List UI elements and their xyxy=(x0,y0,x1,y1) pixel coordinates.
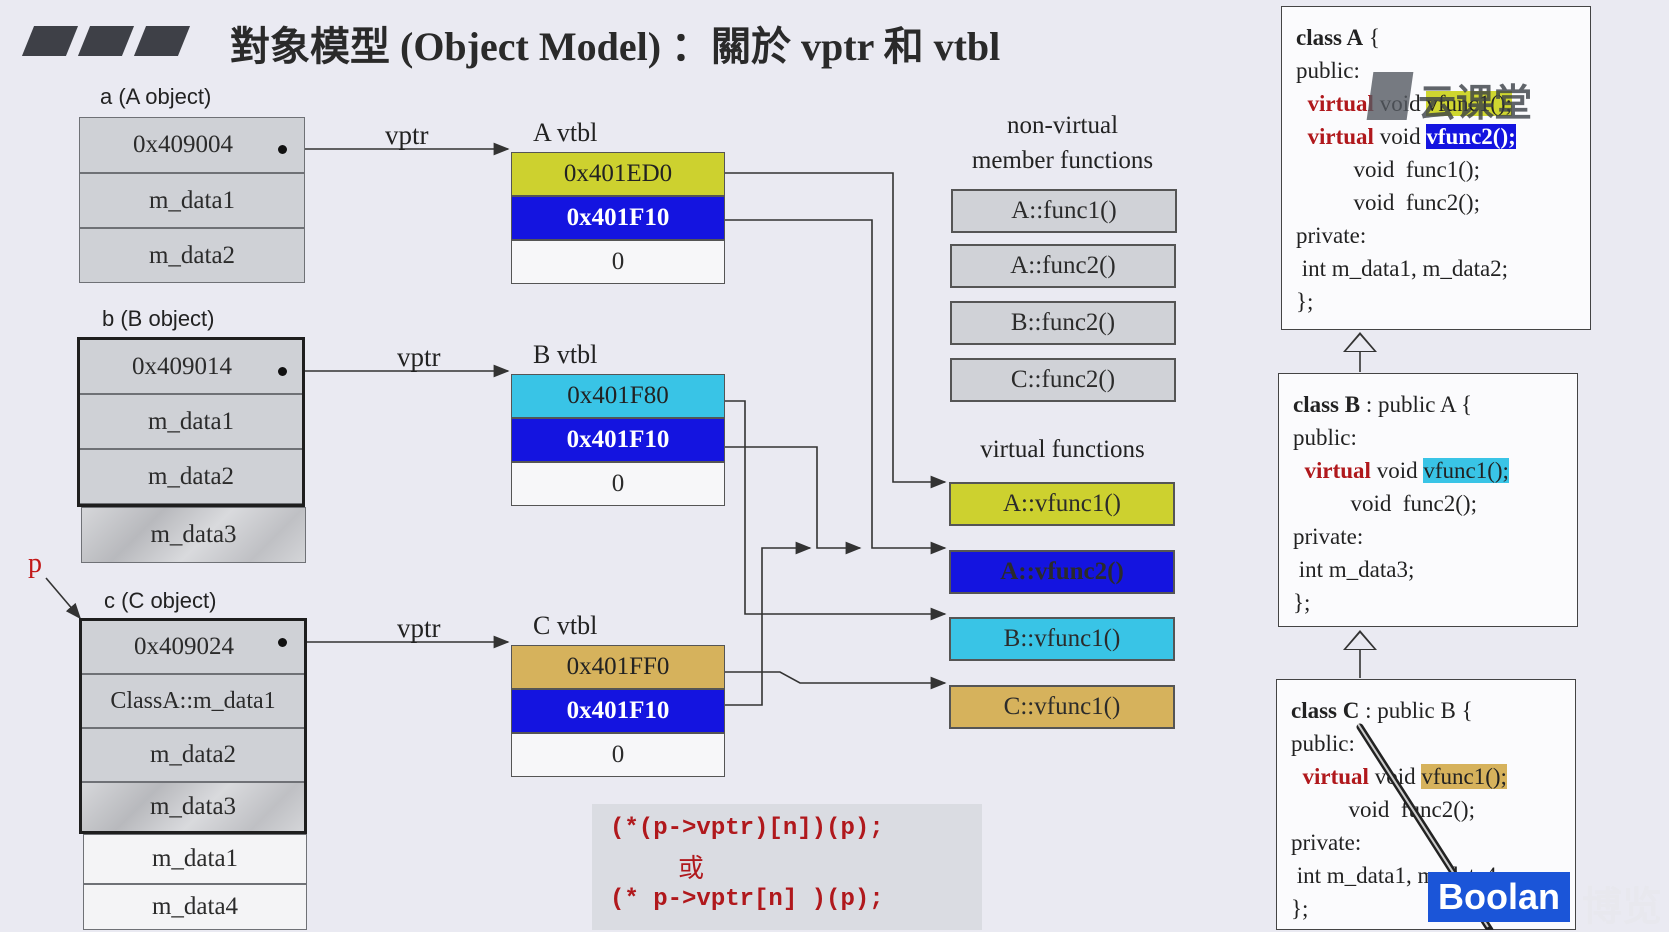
object-a-vptr-cell: 0x409004 xyxy=(79,117,305,173)
call-syntax-line2: (* p->vptr[n] )(p); xyxy=(610,886,884,913)
vtbl-c-label: C vtbl xyxy=(533,611,598,640)
vtbl-a-slot-1: 0x401F10 xyxy=(511,196,725,240)
call-syntax-line1: (*(p->vptr)[n])(p); xyxy=(610,815,884,842)
wire-c0 xyxy=(725,671,947,690)
call-syntax-or: 或 xyxy=(678,854,705,884)
p-arrow xyxy=(45,577,82,620)
object-c-member-cell: m_data2 xyxy=(81,728,305,782)
nonvirtual-heading: non-virtual member functions xyxy=(971,112,1154,174)
object-c-b-subobject-frame xyxy=(79,618,307,834)
call-syntax-snippet xyxy=(592,804,982,930)
object-b-member-cell: m_data3 xyxy=(81,507,306,563)
wire-b0 xyxy=(725,400,947,621)
yunketang-watermark: 云课堂 xyxy=(1360,70,1560,130)
object-b-vptr-cell: 0x409014 xyxy=(79,339,303,394)
object-a-member-cell: m_data1 xyxy=(79,173,305,228)
object-c-label: c (C object) xyxy=(104,588,217,613)
wire-a0 xyxy=(725,172,947,489)
vptr-label-b: vptr xyxy=(397,342,441,372)
slide-title: 對象模型 (Object Model) ：關於 vptr 和 vtbl xyxy=(230,24,1001,69)
object-a-member-cell: m_data2 xyxy=(79,228,305,283)
pointer-p-label: p xyxy=(28,548,42,579)
object-c-member-cell: ClassA::m_data1 xyxy=(81,674,305,728)
virtual-heading: virtual functions xyxy=(980,436,1145,463)
virtual-func-item: A::vfunc1() xyxy=(949,482,1175,526)
vtbl-b-slot-2: 0 xyxy=(511,462,725,506)
object-b-a-subobject-frame xyxy=(77,337,305,507)
vtbl-c-slot-2: 0 xyxy=(511,733,725,777)
vtbl-a-label: A vtbl xyxy=(533,118,598,147)
vtbl-b-slot-1: 0x401F10 xyxy=(511,418,725,462)
vtbl-b-label: B vtbl xyxy=(533,340,598,369)
object-b-member-cell: m_data2 xyxy=(79,449,303,504)
boolan-brand-cn: 博览 xyxy=(1582,884,1662,930)
nonvirtual-func-item: B::func2() xyxy=(950,301,1176,345)
vtbl-c-slot-0: 0x401FF0 xyxy=(511,645,725,689)
wire-b1 xyxy=(725,446,862,555)
virtual-func-item: B::vfunc1() xyxy=(949,617,1175,661)
object-b-label: b (B object) xyxy=(102,306,215,331)
vptr-label-a: vptr xyxy=(385,120,429,150)
object-c-member-cell: m_data1 xyxy=(83,834,307,884)
vptr-dot xyxy=(278,367,287,376)
wire-c1 xyxy=(725,541,812,706)
vtbl-c-slot-1: 0x401F10 xyxy=(511,689,725,733)
nonvirtual-func-item: A::func2() xyxy=(950,244,1176,288)
object-c-member-cell: m_data4 xyxy=(83,884,307,930)
vtbl-b-slot-0: 0x401F80 xyxy=(511,374,725,418)
vtbl-a-slot-2: 0 xyxy=(511,240,725,284)
vtbl-a-slot-0: 0x401ED0 xyxy=(511,152,725,196)
class-a-code: class A { public: virtual void vfunc1();… xyxy=(1281,6,1591,330)
vptr-label-c: vptr xyxy=(397,613,441,643)
vptr-dot xyxy=(278,145,287,154)
wire-a1 xyxy=(725,219,947,555)
virtual-func-item: C::vfunc1() xyxy=(949,685,1175,729)
object-c-vptr-cell: 0x409024 xyxy=(81,620,305,674)
nonvirtual-func-item: A::func1() xyxy=(951,189,1177,233)
boolan-brand-logo: Boolan xyxy=(1428,872,1570,922)
object-b-member-cell: m_data1 xyxy=(79,394,303,449)
nonvirtual-func-item: C::func2() xyxy=(950,358,1176,402)
vptr-dot xyxy=(278,638,287,647)
class-b-code: class B : public A { public: virtual voi… xyxy=(1278,373,1578,627)
virtual-func-item: A::vfunc2() xyxy=(949,550,1175,594)
object-a-label: a (A object) xyxy=(100,84,212,109)
